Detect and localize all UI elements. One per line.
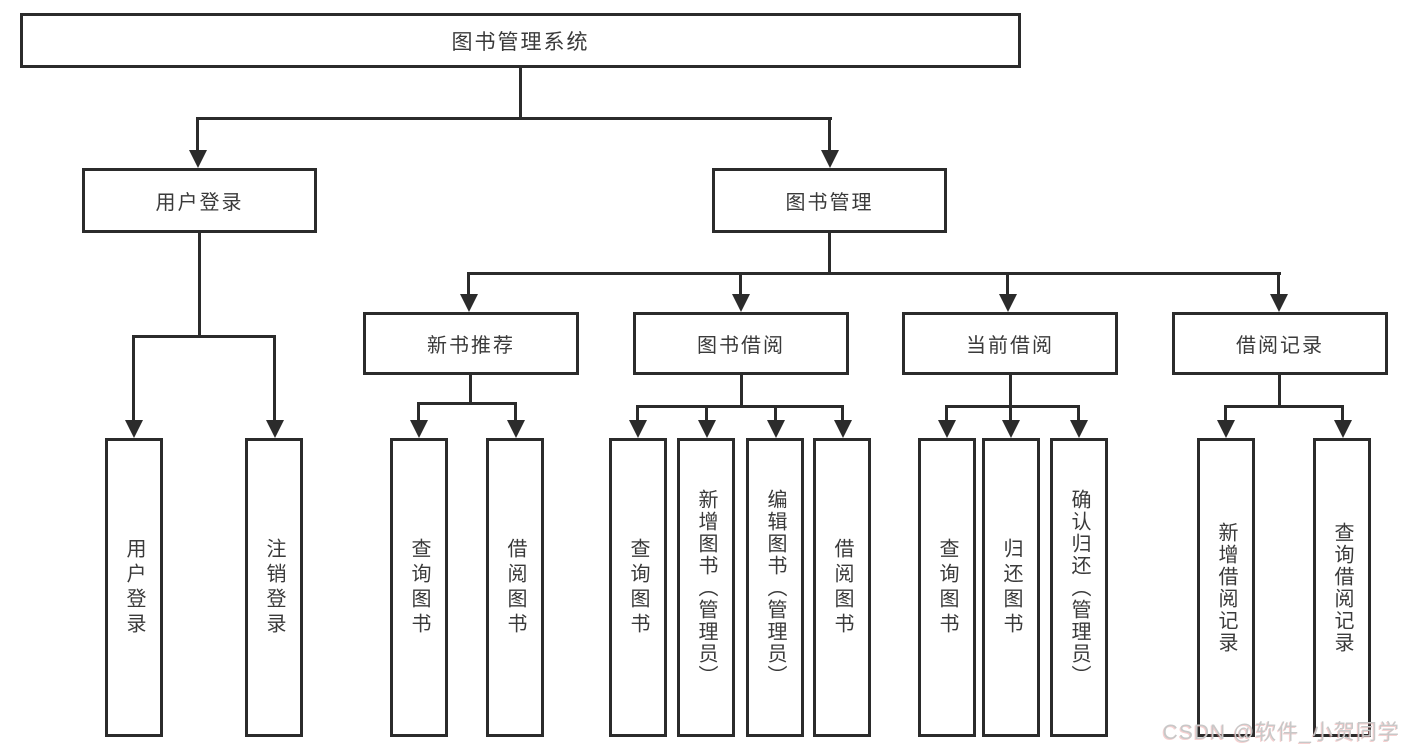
connector-group2-stem	[1009, 375, 1012, 408]
node-label: 借阅图书	[831, 537, 853, 638]
node-label: 当前借阅	[966, 335, 1054, 357]
node-label: 图书借阅	[697, 335, 785, 357]
leaf-query-books-borrow: 查询图书	[609, 438, 667, 737]
connector-drop-g1c0	[636, 405, 639, 422]
arrowhead-g2c1	[1002, 420, 1020, 438]
node-label: 图书管理系统	[451, 30, 590, 54]
node-label: 查询图书	[936, 537, 958, 638]
arrowhead-g3c0	[1217, 420, 1235, 438]
connector-drop-g3c0	[1224, 405, 1227, 422]
connector-user-login-horizontal	[132, 335, 276, 338]
leaf-user-login: 用户登录	[105, 438, 163, 737]
leaf-query-books-recommend: 查询图书	[390, 438, 448, 737]
arrowhead-book-borrow	[732, 294, 750, 312]
leaf-query-books-current: 查询图书	[918, 438, 976, 737]
node-borrow-record: 借阅记录	[1172, 312, 1388, 375]
node-label: 用户登录	[123, 537, 145, 638]
arrowhead-g3c1	[1334, 420, 1352, 438]
node-label: 新增借阅记录	[1215, 521, 1237, 654]
node-label: 用户登录	[155, 192, 244, 214]
arrowhead-g1c2	[767, 420, 785, 438]
connector-drop-g0c0	[417, 402, 420, 422]
connector-drop-borrow-record	[1277, 272, 1280, 296]
leaf-confirm-return-admin: 确认归还（管理员）	[1050, 438, 1108, 737]
connector-group0-horizontal	[417, 402, 517, 405]
node-label: 新书推荐	[427, 335, 515, 357]
connector-user-login-stem	[198, 233, 201, 338]
connector-drop-g1c2	[774, 405, 777, 422]
connector-group0-stem	[469, 375, 472, 405]
node-book-management: 图书管理	[712, 168, 947, 233]
node-label: 新增图书（管理员）	[695, 488, 717, 687]
arrowhead-logout-leaf	[266, 420, 284, 438]
arrowhead-g0c0	[410, 420, 428, 438]
leaf-query-borrow-record: 查询借阅记录	[1313, 438, 1371, 737]
connector-group3-horizontal	[1224, 405, 1344, 408]
arrowhead-g2c0	[938, 420, 956, 438]
node-book-borrow: 图书借阅	[633, 312, 849, 375]
arrowhead-g1c0	[629, 420, 647, 438]
connector-drop-g3c1	[1341, 405, 1344, 422]
node-label: 图书管理	[785, 192, 874, 214]
arrowhead-borrow-record	[1270, 294, 1288, 312]
connector-drop-g2c1	[1009, 405, 1012, 422]
arrowhead-g0c1	[507, 420, 525, 438]
node-label: 编辑图书（管理员）	[764, 488, 786, 687]
connector-level2-horizontal	[196, 117, 832, 120]
node-label: 借阅记录	[1236, 335, 1324, 357]
node-label: 确认归还（管理员）	[1068, 488, 1090, 687]
node-library-management-system: 图书管理系统	[20, 13, 1021, 68]
connector-drop-user-login-leaf	[132, 335, 135, 422]
watermark: CSDN @软件_小贺同学	[1162, 721, 1400, 744]
connector-drop-logout-leaf	[273, 335, 276, 422]
node-label: 归还图书	[1000, 537, 1022, 638]
arrowhead-current-borrow	[999, 294, 1017, 312]
connector-group2-horizontal	[945, 405, 1080, 408]
connector-group3-stem	[1278, 375, 1281, 408]
leaf-borrow-books-recommend: 借阅图书	[486, 438, 544, 737]
connector-group1-stem	[740, 375, 743, 408]
connector-group1-horizontal	[636, 405, 844, 408]
leaf-return-books: 归还图书	[982, 438, 1040, 737]
connector-drop-new-book	[467, 272, 470, 296]
connector-root-stem	[519, 67, 522, 119]
node-label: 借阅图书	[504, 537, 526, 638]
connector-drop-current-borrow	[1006, 272, 1009, 296]
connector-book-management-stem	[828, 233, 831, 275]
arrowhead-user-login-leaf	[125, 420, 143, 438]
node-label: 查询图书	[408, 537, 430, 638]
connector-drop-g1c3	[841, 405, 844, 422]
arrowhead-new-book	[460, 294, 478, 312]
connector-level3-horizontal	[467, 272, 1281, 275]
node-label: 查询借阅记录	[1331, 521, 1353, 654]
node-label: 注销登录	[263, 537, 285, 638]
connector-drop-book-borrow	[739, 272, 742, 296]
arrowhead-g2c2	[1070, 420, 1088, 438]
node-current-borrow: 当前借阅	[902, 312, 1118, 375]
node-new-book-recommend: 新书推荐	[363, 312, 579, 375]
connector-drop-g2c2	[1077, 405, 1080, 422]
arrowhead-g1c3	[834, 420, 852, 438]
arrowhead-g1c1	[698, 420, 716, 438]
leaf-logout: 注销登录	[245, 438, 303, 737]
leaf-add-borrow-record: 新增借阅记录	[1197, 438, 1255, 737]
connector-drop-user-login	[196, 117, 199, 152]
connector-drop-g1c1	[705, 405, 708, 422]
connector-drop-book-management	[828, 117, 831, 152]
arrowhead-book-management	[821, 150, 839, 168]
node-label: 查询图书	[627, 537, 649, 638]
connector-drop-g0c1	[514, 402, 517, 422]
leaf-add-book-admin: 新增图书（管理员）	[677, 438, 735, 737]
arrowhead-user-login	[189, 150, 207, 168]
connector-drop-g2c0	[945, 405, 948, 422]
node-user-login: 用户登录	[82, 168, 317, 233]
leaf-edit-book-admin: 编辑图书（管理员）	[746, 438, 804, 737]
leaf-borrow-books: 借阅图书	[813, 438, 871, 737]
